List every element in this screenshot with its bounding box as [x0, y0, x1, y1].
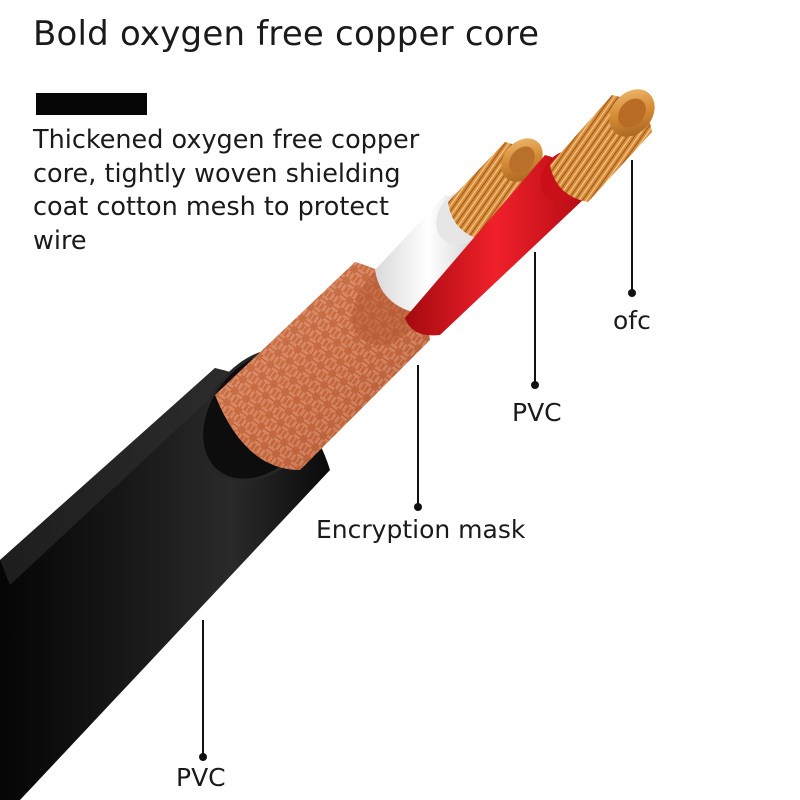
leader-line-inner-pvc: [531, 252, 539, 389]
red-inner-pvc-conductor: [405, 89, 655, 336]
label-outer-pvc: PVC: [176, 763, 226, 792]
description-line: coat cotton mesh to protect: [33, 192, 390, 222]
leader-line-ofc: [628, 160, 636, 297]
label-encryption-mask: Encryption mask: [316, 515, 526, 544]
page-title: Bold oxygen free copper core: [33, 14, 540, 54]
description-line: core, tightly woven shielding: [33, 158, 401, 189]
label-ofc: ofc: [613, 306, 651, 335]
description-line: wire: [33, 225, 87, 256]
description-line: Thickened oxygen free copper: [33, 125, 420, 155]
label-inner-pvc: PVC: [512, 398, 562, 427]
leader-line-outer-pvc: [199, 620, 207, 761]
leader-line-encryption-mask: [414, 365, 422, 511]
description-text: Thickened oxygen free copper core, tight…: [33, 124, 453, 258]
title-accent-bar: [36, 93, 147, 115]
